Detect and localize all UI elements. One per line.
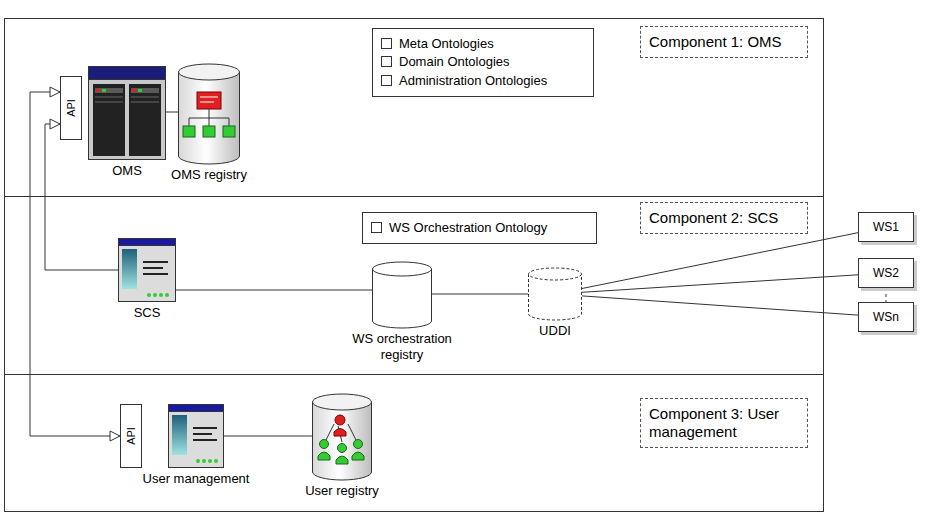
connector xyxy=(166,112,178,113)
application-node: User management xyxy=(168,404,224,468)
node-label: User management xyxy=(143,471,250,487)
component-label: Component 2: SCS xyxy=(640,202,808,234)
web-service-box: WS2 xyxy=(858,258,914,288)
node-label: SCS xyxy=(134,305,161,321)
web-service-box: WS1 xyxy=(858,212,914,242)
checklist-item: Domain Ontologies xyxy=(381,54,585,70)
api-label: API xyxy=(65,99,77,117)
ontology-list: WS Orchestration Ontology xyxy=(362,212,597,244)
connector xyxy=(432,294,528,295)
service-label: WS1 xyxy=(873,220,899,234)
registry-cylinder xyxy=(179,64,240,164)
registry-cylinder xyxy=(313,394,372,480)
checkbox xyxy=(381,38,392,49)
item-text: Meta Ontologies xyxy=(399,36,494,52)
web-service-box: WSn xyxy=(858,302,914,332)
checkbox xyxy=(381,75,392,86)
band-divider xyxy=(4,196,823,197)
registry-node: User registry xyxy=(312,394,372,480)
api-label: API xyxy=(125,427,137,445)
component-label: Component 3: User management xyxy=(640,398,808,448)
component-label: Component 1: OMS xyxy=(640,26,808,58)
server-node: OMS xyxy=(88,66,166,160)
node-label: WS orchestration registry xyxy=(337,331,467,362)
registry-node: WS orchestration registry xyxy=(372,262,432,328)
api-box: API xyxy=(120,404,142,468)
api-box: API xyxy=(60,76,82,140)
checkbox xyxy=(381,56,392,67)
component-title: Component 2: SCS xyxy=(649,209,799,227)
registry-cylinder xyxy=(373,262,432,328)
component-title: Component 1: OMS xyxy=(649,33,799,51)
checklist-item: Meta Ontologies xyxy=(381,36,585,52)
component-title: Component 3: User management xyxy=(649,405,799,441)
monitor-icon xyxy=(119,239,176,302)
uddi-node: UDDI xyxy=(528,268,582,320)
service-label: WSn xyxy=(873,310,899,324)
connector xyxy=(176,290,372,291)
node-label: UDDI xyxy=(539,323,571,339)
ontology-list: Meta OntologiesDomain OntologiesAdminist… xyxy=(372,28,594,97)
connector xyxy=(886,288,887,302)
item-text: Administration Ontologies xyxy=(399,73,547,89)
item-text: WS Orchestration Ontology xyxy=(389,220,547,236)
registry-node: OMS registry xyxy=(178,64,240,164)
connector xyxy=(224,436,312,437)
connector xyxy=(45,124,118,270)
monitor-icon xyxy=(169,405,224,468)
checklist-item: WS Orchestration Ontology xyxy=(371,220,588,236)
band-divider xyxy=(4,374,823,375)
node-label: User registry xyxy=(305,483,379,499)
node-label: OMS xyxy=(112,163,142,179)
connector xyxy=(582,233,858,289)
connector xyxy=(582,275,858,293)
item-text: Domain Ontologies xyxy=(399,54,510,70)
connector xyxy=(30,92,120,436)
node-label: OMS registry xyxy=(171,167,247,183)
server-icon xyxy=(89,67,166,160)
service-label: WS2 xyxy=(873,266,899,280)
uddi-cylinder xyxy=(529,268,582,320)
checklist-item: Administration Ontologies xyxy=(381,73,585,89)
checkbox xyxy=(371,222,382,233)
application-node: SCS xyxy=(118,238,176,302)
connector xyxy=(582,296,858,315)
